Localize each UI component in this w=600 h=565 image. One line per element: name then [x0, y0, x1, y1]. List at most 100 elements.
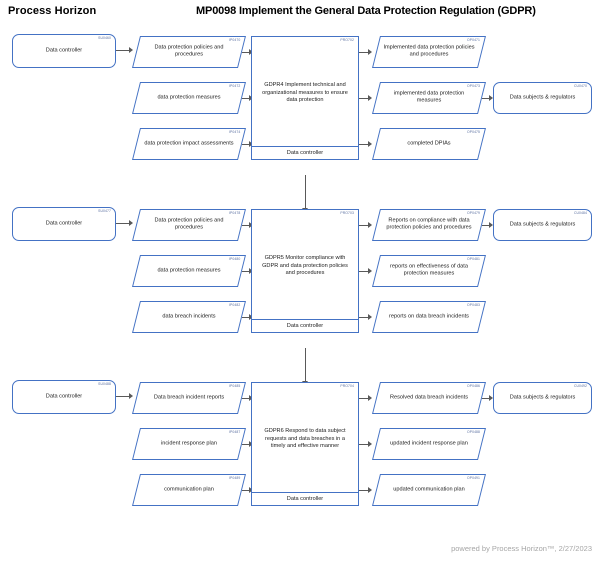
- node-label: Data controller: [45, 393, 83, 400]
- node-label: data protection measures: [157, 267, 221, 274]
- node-code: OP0475: [466, 130, 480, 134]
- output-box[interactable]: OP0486 Resolved data breach incidents: [372, 382, 486, 414]
- node-label: updated communication plan: [393, 486, 465, 493]
- customer-box[interactable]: CU0484 Data subjects & regulators: [493, 209, 592, 241]
- connector: [359, 317, 370, 318]
- node-label: Data subjects & regulators: [509, 94, 576, 101]
- input-box[interactable]: IP0482 data breach incidents: [132, 301, 246, 333]
- node-code: IP0478: [228, 211, 240, 215]
- arrow-icon: [368, 314, 372, 320]
- node-code: SU0460: [98, 36, 111, 40]
- connector: [242, 444, 251, 445]
- node-label: implemented data protection measures: [393, 90, 465, 104]
- input-box[interactable]: IP0472 data protection measures: [132, 82, 246, 114]
- arrow-icon: [489, 222, 493, 228]
- node-code: IP0487: [228, 430, 240, 434]
- input-box[interactable]: IP0487 incident response plan: [132, 428, 246, 460]
- connector: [359, 444, 370, 445]
- node-label: communication plan: [164, 486, 214, 493]
- node-label: Reports on compliance with data protecti…: [386, 217, 472, 231]
- node-label: data breach incidents: [162, 313, 216, 320]
- node-label: data protection measures: [157, 94, 221, 101]
- node-code: IP0470: [228, 38, 240, 42]
- connector: [359, 52, 370, 53]
- node-label: Data protection policies and procedures: [154, 217, 224, 231]
- node-code: IP0489: [228, 476, 240, 480]
- connector: [359, 144, 370, 145]
- input-box[interactable]: IP0485 Data breach incident reports: [132, 382, 246, 414]
- arrow-icon: [129, 47, 133, 53]
- footer-credit: powered by Process Horizon™, 2/27/2023: [451, 544, 592, 553]
- input-box[interactable]: IP0474 data protection impact assessment…: [132, 128, 246, 160]
- output-box[interactable]: OP0488 updated incident response plan: [372, 428, 486, 460]
- node-label: Implemented data protection policies and…: [383, 44, 475, 58]
- connector: [242, 98, 251, 99]
- input-box[interactable]: IP0489 communication plan: [132, 474, 246, 506]
- customer-box[interactable]: CU0470 Data subjects & regulators: [493, 82, 592, 114]
- node-label: Data breach incident reports: [153, 394, 225, 401]
- arrow-icon: [368, 95, 372, 101]
- process-box[interactable]: PRO703 GDPR5 Monitor compliance with GDP…: [250, 209, 360, 334]
- output-box[interactable]: OP0483 reports on data breach incidents: [372, 301, 486, 333]
- node-label: data protection impact assessments: [144, 140, 234, 147]
- arrow-icon: [489, 395, 493, 401]
- output-box[interactable]: OP0481 reports on effectiveness of data …: [372, 255, 486, 287]
- node-code: OP0488: [466, 430, 480, 434]
- node-code: IP0472: [228, 84, 240, 88]
- node-label: reports on effectiveness of data protect…: [390, 263, 468, 277]
- supplier-box[interactable]: SU0477 Data controller: [12, 207, 116, 241]
- node-code: OP0481: [466, 257, 480, 261]
- node-code: IP0482: [228, 303, 240, 307]
- node-code: OP0479: [466, 211, 480, 215]
- connector: [482, 225, 491, 226]
- connector: [482, 98, 491, 99]
- process-box[interactable]: PRO702 GDPR4 Implement technical and org…: [250, 36, 360, 161]
- process-box[interactable]: PRO704 GDPR6 Respond to data subject req…: [250, 382, 360, 507]
- node-label: reports on data breach incidents: [389, 313, 469, 320]
- connector: [305, 175, 306, 211]
- brand-label: Process Horizon: [8, 5, 97, 17]
- node-label: Data controller: [45, 220, 83, 227]
- arrow-icon: [129, 393, 133, 399]
- arrow-icon: [368, 268, 372, 274]
- customer-box[interactable]: CU0492 Data subjects & regulators: [493, 382, 592, 414]
- arrow-icon: [368, 441, 372, 447]
- input-box[interactable]: IP0478 Data protection policies and proc…: [132, 209, 246, 241]
- node-label: completed DPIAs: [407, 140, 451, 147]
- process-owner: Data controller: [250, 492, 360, 507]
- node-code: SU0488: [98, 382, 111, 386]
- node-code: CU0484: [573, 211, 587, 215]
- supplier-box[interactable]: SU0488 Data controller: [12, 380, 116, 414]
- node-label: Data subjects & regulators: [509, 394, 576, 401]
- page-title: MP0098 Implement the General Data Protec…: [196, 5, 536, 17]
- output-box[interactable]: OP0491 updated communication plan: [372, 474, 486, 506]
- node-code: OP0473: [466, 84, 480, 88]
- node-code: CU0492: [573, 384, 587, 388]
- arrow-icon: [368, 49, 372, 55]
- supplier-box[interactable]: SU0460 Data controller: [12, 34, 116, 68]
- connector: [359, 225, 370, 226]
- connector: [305, 348, 306, 384]
- output-box[interactable]: OP0479 Reports on compliance with data p…: [372, 209, 486, 241]
- node-code: OP0483: [466, 303, 480, 307]
- connector: [359, 490, 370, 491]
- node-label: GDPR4 Implement technical and organizati…: [262, 81, 348, 103]
- node-code: SU0477: [98, 209, 111, 213]
- output-box[interactable]: OP0471 Implemented data protection polic…: [372, 36, 486, 68]
- output-box[interactable]: OP0473 implemented data protection measu…: [372, 82, 486, 114]
- connector: [482, 398, 491, 399]
- node-code: PRO703: [340, 211, 354, 215]
- node-label: GDPR6 Respond to data subject requests a…: [264, 427, 346, 449]
- connector: [242, 225, 251, 226]
- node-code: OP0471: [466, 38, 480, 42]
- node-label: incident response plan: [161, 440, 217, 447]
- process-owner: Data controller: [250, 146, 360, 161]
- node-label: Data protection policies and procedures: [154, 44, 224, 58]
- input-box[interactable]: IP0480 data protection measures: [132, 255, 246, 287]
- connector: [242, 490, 251, 491]
- arrow-icon: [368, 222, 372, 228]
- input-box[interactable]: IP0470 Data protection policies and proc…: [132, 36, 246, 68]
- arrow-icon: [129, 220, 133, 226]
- output-box[interactable]: OP0475 completed DPIAs: [372, 128, 486, 160]
